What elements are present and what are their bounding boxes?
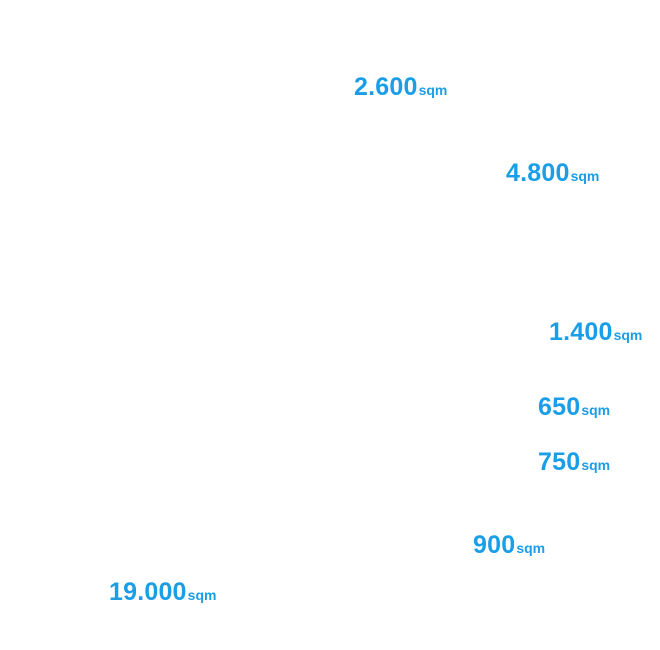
- area-label: 1.400sqm: [549, 320, 642, 345]
- area-label: 900sqm: [473, 533, 545, 558]
- area-unit: sqm: [570, 168, 600, 184]
- area-unit: sqm: [516, 540, 546, 556]
- area-unit: sqm: [581, 457, 611, 473]
- area-value: 900: [473, 531, 516, 559]
- area-value: 2.600: [354, 73, 418, 101]
- area-value: 19.000: [109, 578, 187, 606]
- area-unit: sqm: [418, 82, 448, 98]
- area-label: 650sqm: [538, 395, 610, 420]
- area-value: 650: [538, 393, 581, 421]
- area-value: 1.400: [549, 318, 613, 346]
- area-label: 4.800sqm: [506, 161, 599, 186]
- area-label: 750sqm: [538, 450, 610, 475]
- area-unit: sqm: [187, 587, 217, 603]
- area-value: 4.800: [506, 159, 570, 187]
- area-label: 19.000sqm: [109, 580, 216, 605]
- area-unit: sqm: [613, 327, 643, 343]
- area-label: 2.600sqm: [354, 75, 447, 100]
- area-value: 750: [538, 448, 581, 476]
- area-unit: sqm: [581, 402, 611, 418]
